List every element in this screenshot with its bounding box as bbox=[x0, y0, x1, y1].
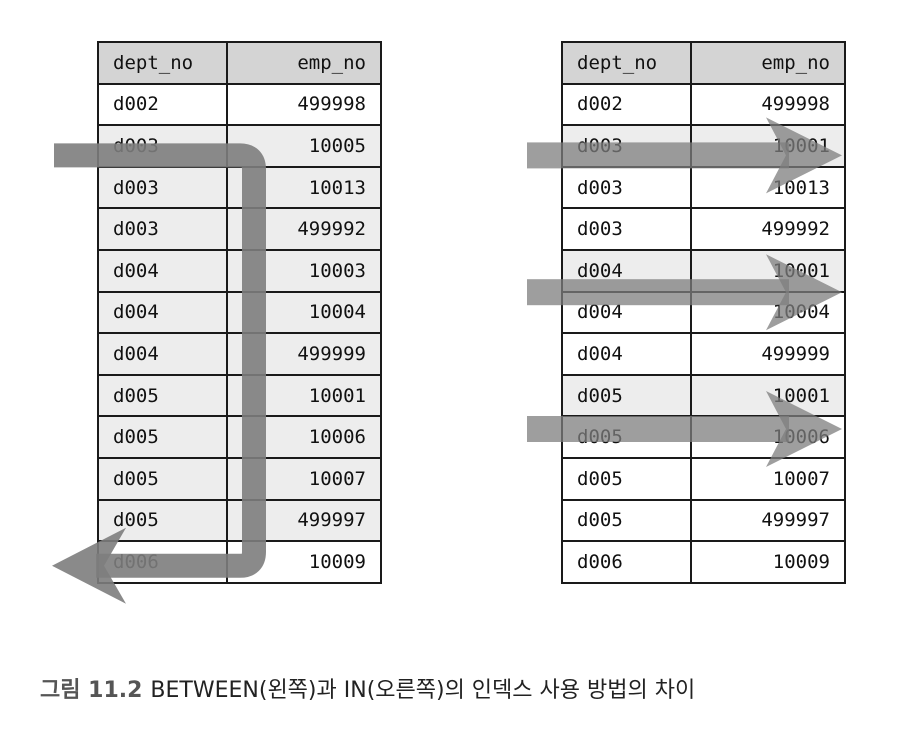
dept-no-cell: d003 bbox=[561, 207, 692, 251]
emp-no-cell: 499999 bbox=[690, 332, 846, 376]
emp-no-cell: 10003 bbox=[226, 248, 382, 293]
header-emp-no: emp_no bbox=[690, 41, 846, 85]
dept-no-cell: d005 bbox=[97, 373, 228, 418]
dept-no-cell: d006 bbox=[97, 540, 228, 584]
dept-no-cell: d005 bbox=[561, 498, 692, 543]
dept-no-cell: d005 bbox=[97, 415, 228, 459]
dept-no-cell: d005 bbox=[561, 456, 692, 501]
emp-no-cell: 10013 bbox=[226, 165, 382, 210]
dept-no-cell: d004 bbox=[97, 290, 228, 335]
dept-no-cell: d005 bbox=[97, 498, 228, 543]
dept-no-cell: d006 bbox=[561, 540, 692, 584]
dept-no-cell: d003 bbox=[97, 207, 228, 251]
emp-no-cell: 499999 bbox=[226, 332, 382, 376]
emp-no-cell: 10005 bbox=[226, 124, 382, 168]
dept-no-cell: d002 bbox=[97, 82, 228, 127]
emp-no-cell: 499992 bbox=[690, 207, 846, 251]
emp-no-cell: 10004 bbox=[226, 290, 382, 335]
dept-no-cell: d004 bbox=[561, 332, 692, 376]
header-emp-no: emp_no bbox=[226, 41, 382, 85]
header-row: dept_no emp_no bbox=[561, 41, 846, 85]
emp-no-cell: 10013 bbox=[690, 165, 846, 210]
header-dept-no: dept_no bbox=[97, 41, 228, 85]
emp-no-cell: 10004 bbox=[690, 290, 846, 335]
emp-no-cell: 10009 bbox=[226, 540, 382, 584]
header-row: dept_no emp_no bbox=[97, 41, 382, 85]
emp-no-cell: 10006 bbox=[690, 415, 846, 459]
dept-no-cell: d005 bbox=[561, 415, 692, 459]
emp-no-cell: 10007 bbox=[690, 456, 846, 501]
emp-no-cell: 10009 bbox=[690, 540, 846, 584]
dept-no-cell: d004 bbox=[561, 290, 692, 335]
header-dept-no: dept_no bbox=[561, 41, 692, 85]
dept-no-cell: d005 bbox=[561, 373, 692, 418]
dept-no-cell: d004 bbox=[561, 248, 692, 293]
emp-no-cell: 10001 bbox=[690, 124, 846, 168]
dept-no-cell: d005 bbox=[97, 456, 228, 501]
emp-no-cell: 10006 bbox=[226, 415, 382, 459]
emp-no-cell: 499992 bbox=[226, 207, 382, 251]
emp-no-cell: 499997 bbox=[690, 498, 846, 543]
figure-caption: 그림 11.2 BETWEEN(왼쪽)과 IN(오른쪽)의 인덱스 사용 방법의 … bbox=[40, 672, 695, 704]
emp-no-cell: 499998 bbox=[226, 82, 382, 127]
figure-caption-text: BETWEEN(왼쪽)과 IN(오른쪽)의 인덱스 사용 방법의 차이 bbox=[150, 678, 696, 703]
emp-no-cell: 10001 bbox=[690, 373, 846, 418]
emp-no-cell: 10001 bbox=[690, 248, 846, 293]
dept-no-cell: d003 bbox=[97, 165, 228, 210]
figure-label: 그림 11.2 bbox=[40, 678, 143, 703]
dept-no-cell: d003 bbox=[561, 124, 692, 168]
emp-no-cell: 499997 bbox=[226, 498, 382, 543]
dept-no-cell: d004 bbox=[97, 332, 228, 376]
emp-no-cell: 10001 bbox=[226, 373, 382, 418]
emp-no-cell: 499998 bbox=[690, 82, 846, 127]
dept-no-cell: d003 bbox=[97, 124, 228, 168]
emp-no-cell: 10007 bbox=[226, 456, 382, 501]
dept-no-cell: d003 bbox=[561, 165, 692, 210]
dept-no-cell: d004 bbox=[97, 248, 228, 293]
dept-no-cell: d002 bbox=[561, 82, 692, 127]
